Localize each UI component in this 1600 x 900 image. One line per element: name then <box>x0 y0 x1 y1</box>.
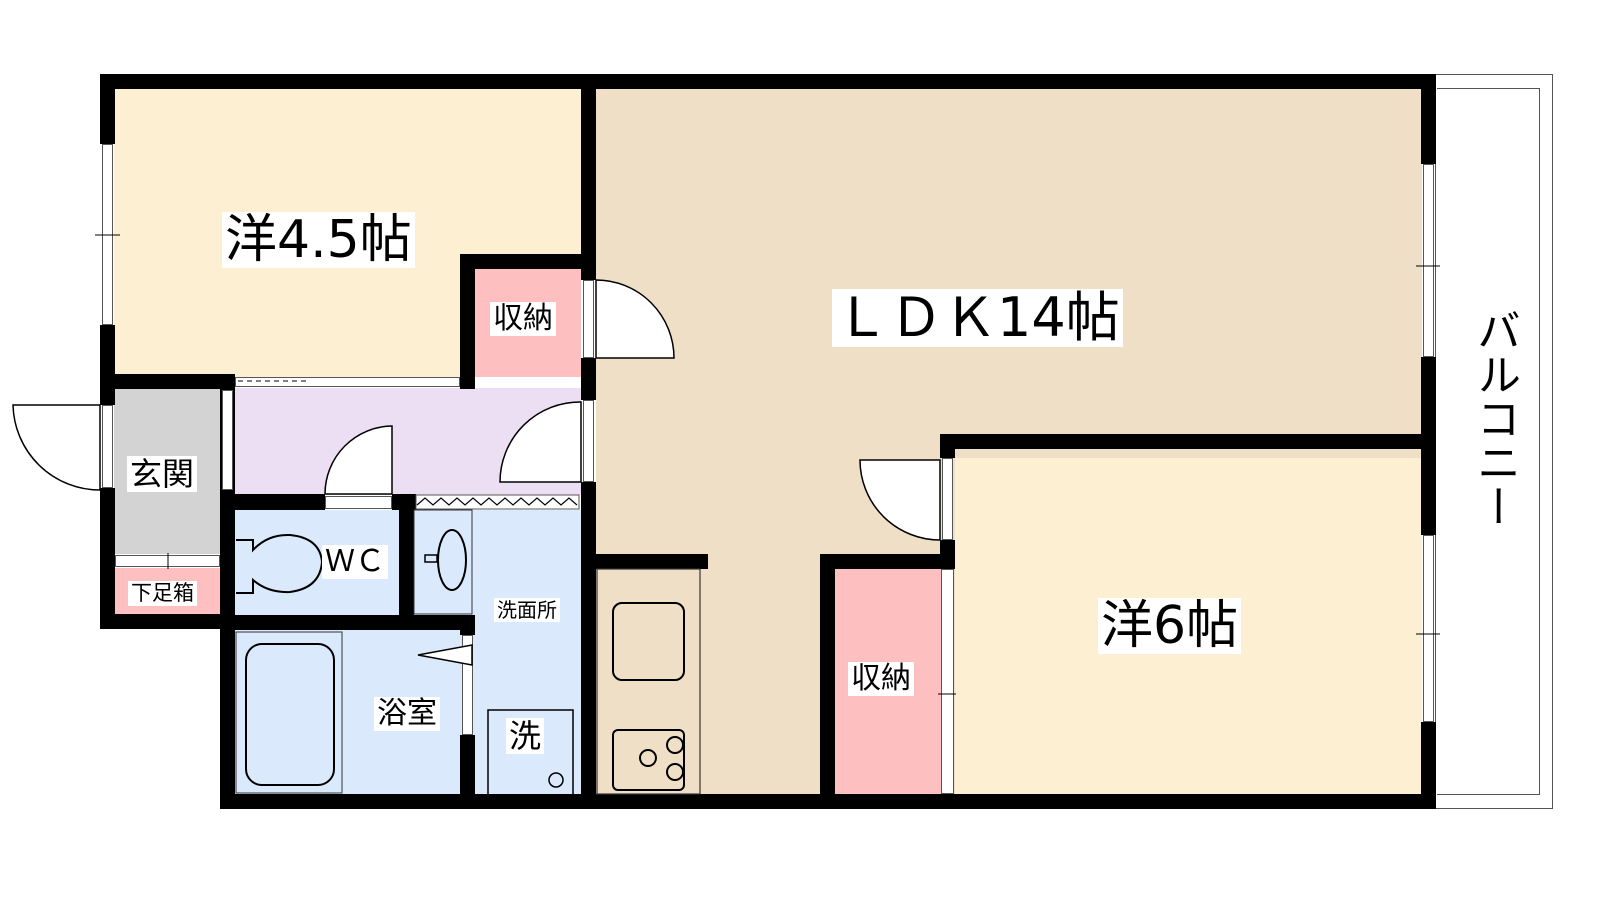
label-western-4.5: 洋4.5帖 <box>222 212 415 268</box>
toilet-icon <box>236 533 324 594</box>
wall-ldk-left-mid <box>581 358 596 400</box>
wall-left-upper <box>100 74 115 144</box>
window-w6-right <box>1423 535 1434 722</box>
sliding-door-storage2[interactable] <box>941 569 954 794</box>
label-wc: ＷＣ <box>322 545 388 579</box>
bathtub-icon <box>245 643 335 786</box>
door-frame-bath <box>462 635 473 735</box>
wall-wc-bottom <box>220 615 475 630</box>
wall-bath-right-low <box>460 735 475 809</box>
wall-right-1 <box>1421 74 1436 164</box>
stove-icon <box>612 729 685 791</box>
door-frame-hall-ldk <box>583 400 594 482</box>
door-frame-genkan-inner <box>222 390 233 490</box>
wall-kitchen-top <box>581 554 708 569</box>
door-frame-genkan <box>102 405 113 488</box>
wall-storage1-left <box>460 254 475 389</box>
wall-wc-right <box>399 494 414 630</box>
door-frame-storage1 <box>583 280 594 358</box>
wall-storage2-top <box>820 554 955 569</box>
wall-bath-right <box>460 615 475 635</box>
label-shoe-box: 下足箱 <box>128 581 197 606</box>
label-washer: 洗 <box>506 718 545 754</box>
wall-w45-bottom-l <box>100 374 235 389</box>
label-storage-1: 収納 <box>490 302 556 336</box>
wall-w6-top <box>940 434 1436 449</box>
door-frame-wc <box>325 496 392 509</box>
label-bathroom: 浴室 <box>374 697 440 731</box>
wall-bath-left <box>220 614 235 809</box>
bath-door-indicator <box>417 644 473 666</box>
washbasin-icon <box>437 529 467 591</box>
wall-w6-left-top <box>940 434 955 458</box>
window-ldk-right <box>1423 164 1434 357</box>
door-entrance-swing <box>12 404 101 491</box>
label-storage-2: 収納 <box>848 662 914 696</box>
wall-storage1-top <box>460 254 596 269</box>
door-hall-ldk-swing <box>499 401 582 483</box>
wall-hall-bottom-l <box>220 494 325 510</box>
wall-top <box>100 74 1436 89</box>
wall-shoe-bottom <box>100 614 235 629</box>
door-wc-swing <box>324 425 393 495</box>
label-washroom: 洗面所 <box>494 598 560 622</box>
label-entrance: 玄関 <box>127 456 198 492</box>
wall-storage2-left <box>820 554 835 809</box>
door-w6-swing <box>859 459 941 541</box>
folding-door-washroom <box>416 497 578 506</box>
wall-w6-left-mid <box>940 540 955 569</box>
wall-left-lower <box>100 488 115 628</box>
door-frame-w6 <box>942 458 953 540</box>
washer-pan <box>487 709 574 796</box>
balcony <box>1435 74 1553 809</box>
door-storage1-swing <box>595 279 675 359</box>
balcony-inner-rail <box>1437 88 1540 795</box>
kitchen-sink-icon <box>612 602 685 681</box>
wall-right-3 <box>1421 722 1436 809</box>
balcony-label: バルコニー <box>1469 308 1520 528</box>
sliding-door-w45-hall[interactable] <box>235 377 460 387</box>
wall-w45-right <box>581 74 596 280</box>
kitchen-counter <box>596 568 701 795</box>
label-western-6: 洋6帖 <box>1098 598 1242 654</box>
label-ldk: ＬＤＫ14帖 <box>832 289 1123 347</box>
